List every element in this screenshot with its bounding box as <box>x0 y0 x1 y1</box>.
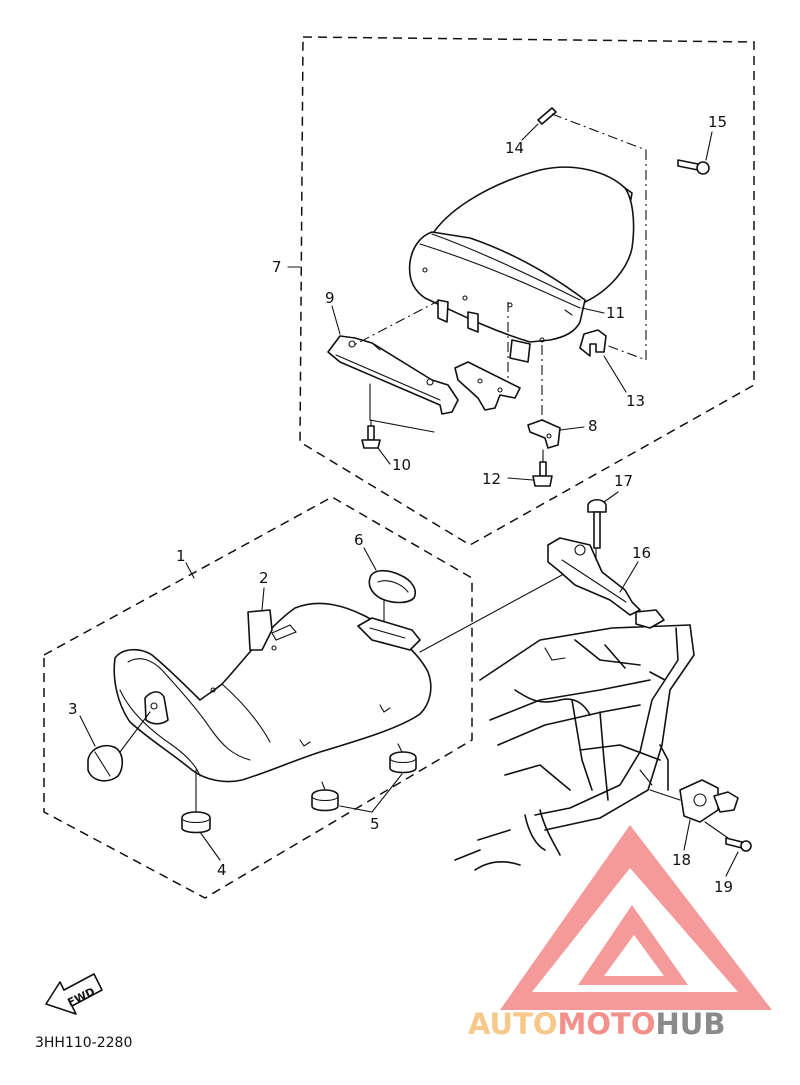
main-seat <box>113 602 432 783</box>
rear-seat <box>408 166 635 363</box>
callout-19: 19 <box>714 878 733 896</box>
watermark-text: AUTOMOTOHUB <box>468 1007 725 1041</box>
callout-13: 13 <box>626 392 645 410</box>
damper-5-right <box>389 743 417 774</box>
drawing-code: 3HH110-2280 <box>35 1035 132 1051</box>
bolt-15 <box>677 159 710 175</box>
knob-3 <box>87 711 151 782</box>
callout-3: 3 <box>68 700 78 718</box>
callout-7: 7 <box>272 258 282 276</box>
screw-19 <box>704 821 752 852</box>
callout-12: 12 <box>482 470 501 488</box>
rear-seat-group-border <box>299 36 755 546</box>
bolt-12 <box>532 461 553 487</box>
callout-2: 2 <box>259 569 269 587</box>
callout-8: 8 <box>588 417 598 435</box>
small-plate <box>454 361 521 411</box>
watermark-moto: MOTO <box>558 1007 656 1041</box>
callout-17: 17 <box>614 472 633 490</box>
seat-hook-2 <box>247 609 273 651</box>
frame-section <box>454 624 695 871</box>
callout-9: 9 <box>325 289 335 307</box>
callout-6: 6 <box>354 531 364 549</box>
callout-1: 1 <box>176 547 186 565</box>
callout-11: 11 <box>606 304 625 322</box>
automotohub-logo-icon <box>500 825 772 1010</box>
damper-4 <box>181 769 211 834</box>
callout-4: 4 <box>217 861 227 879</box>
seat-lock-bracket-16 <box>547 537 665 629</box>
callout-5: 5 <box>370 815 380 833</box>
main-seat-group-border <box>43 496 473 899</box>
callout-14: 14 <box>505 139 524 157</box>
seat-bracket-6 <box>357 569 421 651</box>
rear-seat-bracket <box>327 335 459 433</box>
callout-18: 18 <box>672 851 691 869</box>
callout-10: 10 <box>392 456 411 474</box>
watermark-auto: AUTO <box>468 1007 558 1041</box>
seat-lock-18 <box>649 779 739 823</box>
hook-13 <box>579 329 607 357</box>
bracket-8 <box>527 419 561 449</box>
fwd-arrow-icon: FWD <box>45 973 103 1015</box>
damper-5-left <box>311 781 339 812</box>
bolt-17 <box>587 498 607 549</box>
watermark-hub: HUB <box>656 1007 726 1041</box>
bolt-10 <box>361 425 381 449</box>
callout-15: 15 <box>708 113 727 131</box>
callout-16: 16 <box>632 544 651 562</box>
pin-14 <box>537 107 557 125</box>
